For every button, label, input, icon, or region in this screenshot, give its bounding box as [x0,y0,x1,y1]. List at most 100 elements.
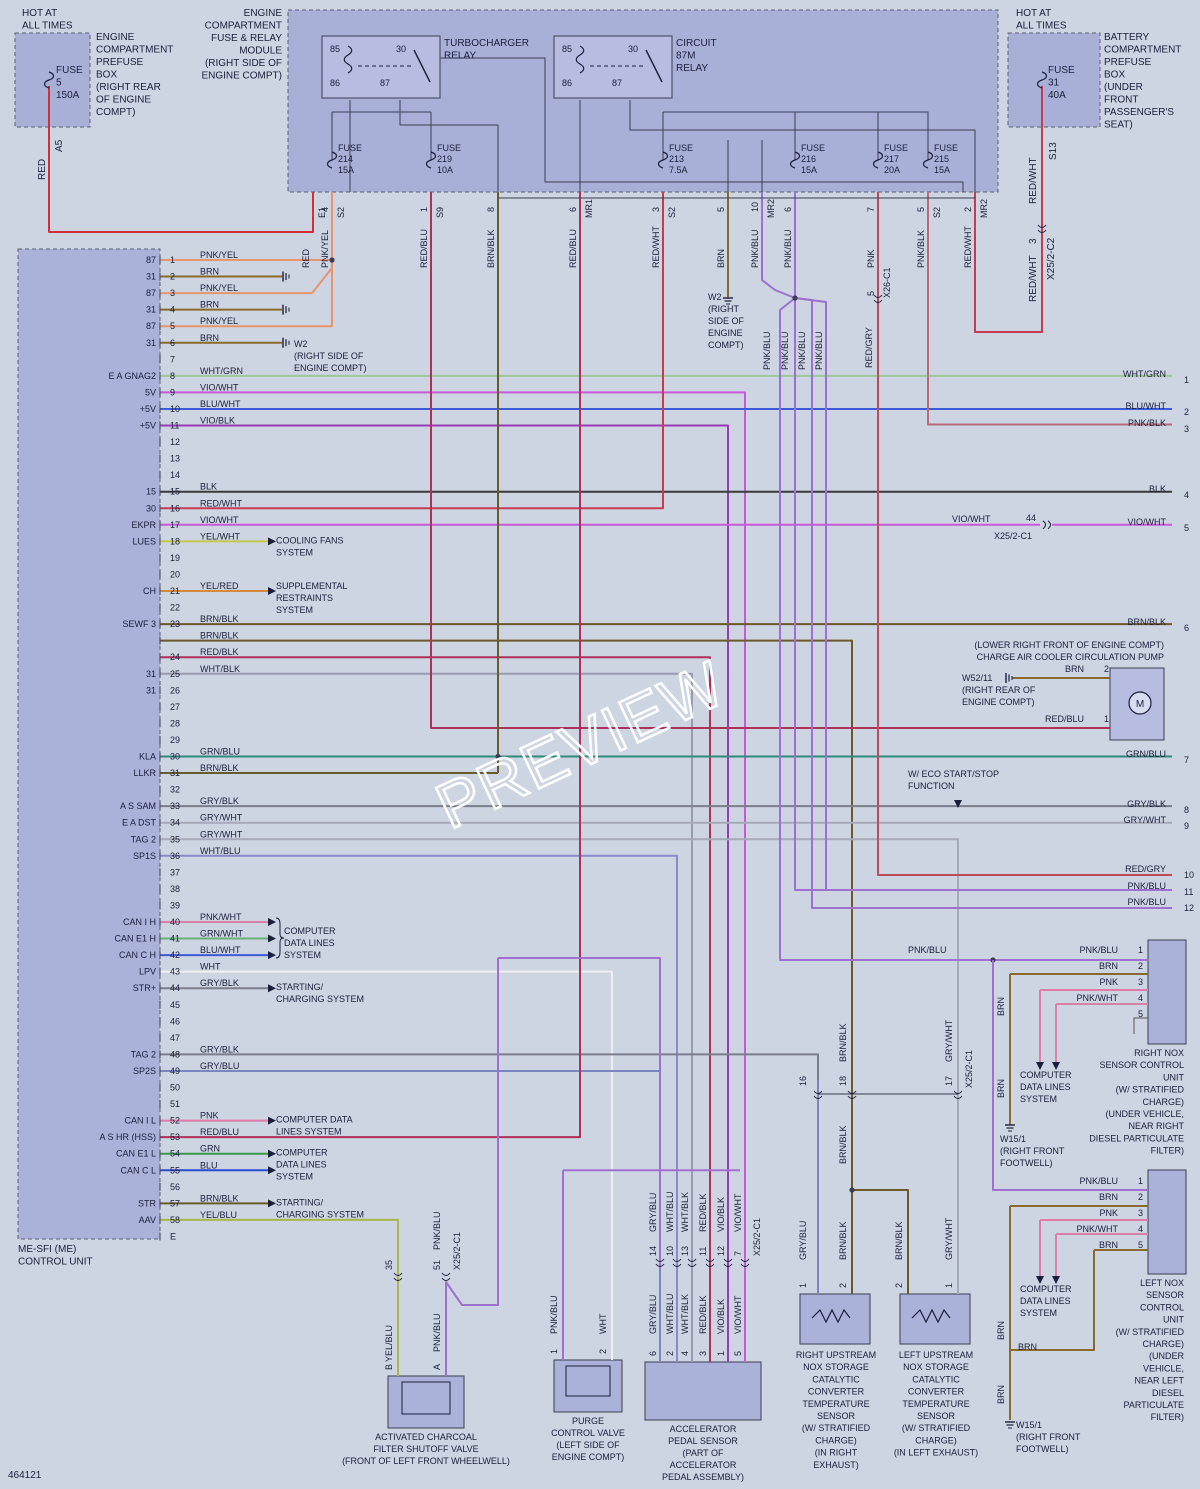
ecu-wire-label: YEL/WHT [200,531,241,541]
battery-prefuse-box-label: PREFUSE [1104,57,1152,68]
nox-l-brn-1: BRN [996,1321,1006,1340]
ground-w2-label: (RIGHT SIDE OF [294,351,364,361]
module-fuse-label: 214 [338,154,353,164]
fuse-31-label: 40A [1048,90,1066,101]
nox-r-pin: 4 [1138,993,1143,1003]
wire-brn-blk-23b [160,639,853,1080]
pump-title: (LOWER RIGHT FRONT OF ENGINE COMPT) [974,640,1164,650]
x26-c1-label: X26-C1 [882,267,892,298]
ecu-pin-number: 48 [170,1049,180,1059]
accel-wire-top: GRY/BLU [648,1193,658,1232]
turbo-relay-coil-icon [343,45,353,74]
charcoal-valve-icon [401,1381,451,1415]
lt-sensor-name: TEMPERATURE [902,1399,969,1409]
ecu-wire-label: RED/BLU [200,1127,239,1137]
wire-red-blk-24 [160,656,711,1290]
x25-2-c1-label: X25/2-C1 [994,531,1032,541]
ecu-signal-label: 87 [146,255,156,265]
module-fuse-label: 15A [934,165,950,175]
top-wire-connector: E1 [317,207,327,218]
left-nox-box [1147,1169,1187,1275]
ecu-pin-number: 6 [170,338,175,348]
x26-c1-connector [873,294,883,303]
output-wire-label: GRY/WHT [1124,815,1167,825]
ecu-signal-label: CAN I H [123,917,156,927]
ecu-wire-label: BRN [200,333,219,343]
arrow-srs [268,587,276,595]
ecu-pin-number: 51 [170,1099,180,1109]
ecu-wire-label: GRY/BLU [200,1061,239,1071]
ecu-pin-number: 38 [170,884,180,894]
ground-w15-1-l [1005,1421,1015,1429]
output-number: 3 [1184,424,1189,434]
ecu-wire-label: BRN/BLK [200,631,239,641]
top-wire-label: BRN/BLK [486,229,496,268]
accel-connector [705,1258,715,1267]
accel-pedal-name: PEDAL ASSEMBLY) [662,1472,744,1482]
ecu-wire-label: VIO/WHT [200,515,239,525]
top-wire-pin: 6 [783,207,793,212]
nox-r-pin: 3 [1138,977,1143,987]
top-wire-label: PNK [866,249,876,268]
wire-pnk-blu-accel [498,957,661,1290]
red-wht-label-bottom: RED/WHT [1028,255,1039,302]
pump-red-blu-label: RED/BLU [1045,714,1084,724]
nox-r-name: FILTER) [1151,1146,1184,1156]
wire-nox-l-brn2 [1010,1250,1095,1351]
nox-r-cdl: COMPUTER [1020,1070,1072,1080]
hot-at-all-times-label-2: HOT AT [1016,8,1051,19]
wire-nox-l-1 [992,960,1148,1191]
battery-prefuse-box-label: PASSENGER'S [1104,107,1174,118]
pnk-blu-horizontal-label: PNK/BLU [908,945,947,955]
ecu-pin-number: 32 [170,785,180,795]
lt-sensor-brn-blk: BRN/BLK [894,1221,904,1260]
pump-title: CHARGE AIR COOLER CIRCULATION PUMP [977,652,1164,662]
nox-r-wire-label: BRN [1099,961,1118,971]
accel-pedal-name: ACCELERATOR [670,1424,737,1434]
ecu-signal-label: CAN I L [124,1116,156,1126]
output-wire-label: BLU/WHT [1126,401,1167,411]
ecu-pin-number: 36 [170,851,180,861]
ecu-pin-number: 21 [170,586,180,596]
accel-wire-top: VIO/BLK [716,1197,726,1232]
wire-yel-blu-58 [160,1218,399,1376]
ecu-wire-label: VIO/WHT [200,382,239,392]
rt-sensor-pin-1: 1 [798,1283,808,1288]
engine-prefuse-box [14,32,91,128]
wire-red-wht-fuse31 [974,127,1043,333]
nox-r-brn-2: BRN [996,1079,1006,1098]
ground-w2b-label: SIDE OF [708,316,745,326]
wire-pnk-blu-mid [794,297,827,890]
can-ref-2: LINES SYSTEM [276,1127,342,1137]
starting-ref-2: CHARGING SYSTEM [276,1209,364,1219]
rt-sensor-name: RIGHT UPSTREAM [796,1350,876,1360]
lt-sensor-icon [911,1308,951,1324]
nox-l-cdl: SYSTEM [1020,1308,1057,1318]
ecu-pin-number: 11 [170,421,179,431]
hot-at-all-times-label: ALL TIMES [22,21,73,32]
ecu-pin-number: 23 [170,619,180,629]
wire-red-blu-pump [430,192,1110,729]
fuse-relay-module-label: FUSE & RELAY [211,33,282,44]
ground-w2b-label: (RIGHT [708,304,739,314]
lt-sensor-box [899,1293,971,1345]
cooling-fans-ref: SYSTEM [276,547,313,557]
rt-sensor-brn-blk: BRN/BLK [838,1221,848,1260]
ecu-pin-number: 43 [170,967,180,977]
charcoal-conn-35 [393,1272,403,1281]
ecu-pin-number: 57 [170,1198,180,1208]
wire-wht-blu-36 [160,854,678,1290]
rt-sensor-name: SENSOR [817,1411,856,1421]
turbo-relay-pin-87: 87 [380,78,390,88]
ecu-pin-number: 5 [170,321,175,331]
arrow-can-4 [268,1116,276,1125]
nox-r-name: UNIT [1163,1072,1184,1082]
lt-sensor-name: (W/ STRATIFIED [902,1423,971,1433]
charcoal-pnk-blu-top: PNK/BLU [432,1211,442,1250]
battery-prefuse-box-label: BOX [1104,70,1125,81]
charcoal-pin-b: B [384,1364,394,1370]
ecu-pin-number: 30 [170,752,180,762]
ground-w2-6 [282,337,290,348]
rt-sensor-name: NOX STORAGE [803,1362,869,1372]
circuit-87m-relay-label: RELAY [676,63,708,74]
